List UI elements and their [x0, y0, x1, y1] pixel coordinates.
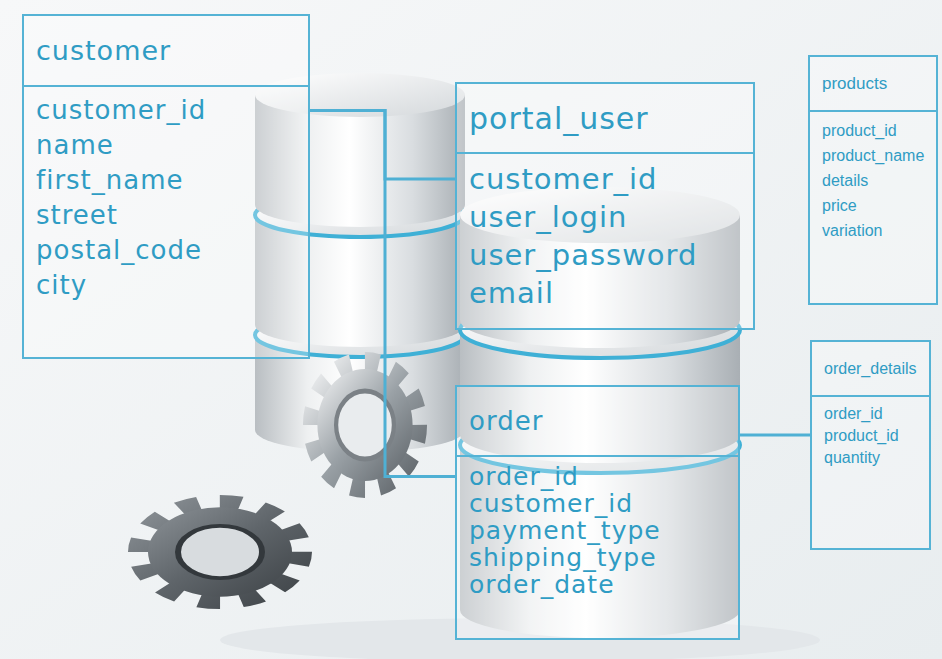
field-list: order_idproduct_idquantity — [812, 397, 929, 477]
field-name: customer_id — [457, 490, 738, 517]
field-name: name — [24, 128, 308, 163]
field-name: product_id — [812, 425, 929, 447]
field-name: customer_id — [457, 160, 753, 198]
field-list: order_idcustomer_idpayment_typeshipping_… — [457, 457, 738, 606]
table-name: portal_user — [457, 84, 753, 154]
field-list: customer_idnamefirst_namestreetpostal_co… — [24, 87, 308, 311]
field-name: price — [810, 193, 936, 218]
field-name: first_name — [24, 163, 308, 198]
field-name: product_id — [810, 118, 936, 143]
table-box: orderorder_idcustomer_idpayment_typeship… — [455, 385, 740, 640]
relation-line — [740, 434, 810, 437]
table-name: products — [810, 57, 936, 112]
field-name: order_id — [457, 463, 738, 490]
field-name: email — [457, 274, 753, 312]
field-name: quantity — [812, 447, 929, 469]
table-name: order — [457, 387, 738, 457]
field-name: details — [810, 168, 936, 193]
table-box: portal_usercustomer_iduser_loginuser_pas… — [455, 82, 755, 330]
table-box: productsproduct_idproduct_namedetailspri… — [808, 55, 938, 305]
table-box: order_detailsorder_idproduct_idquantity — [810, 340, 931, 550]
table-name: order_details — [812, 342, 929, 397]
field-name: customer_id — [24, 93, 308, 128]
field-name: product_name — [810, 143, 936, 168]
field-name: user_login — [457, 198, 753, 236]
relation-line — [310, 111, 455, 180]
field-name: order_id — [812, 403, 929, 425]
table-name: customer — [24, 16, 308, 87]
field-name: variation — [810, 218, 936, 243]
field-name: city — [24, 268, 308, 303]
relation-line — [310, 111, 455, 477]
table-box: customercustomer_idnamefirst_namestreetp… — [22, 14, 310, 359]
field-name: postal_code — [24, 233, 308, 268]
field-name: order_date — [457, 571, 738, 598]
field-list: customer_iduser_loginuser_passwordemail — [457, 154, 753, 320]
field-name: user_password — [457, 236, 753, 274]
field-list: product_idproduct_namedetailspricevariat… — [810, 112, 936, 251]
field-name: shipping_type — [457, 544, 738, 571]
field-name: street — [24, 198, 308, 233]
field-name: payment_type — [457, 517, 738, 544]
